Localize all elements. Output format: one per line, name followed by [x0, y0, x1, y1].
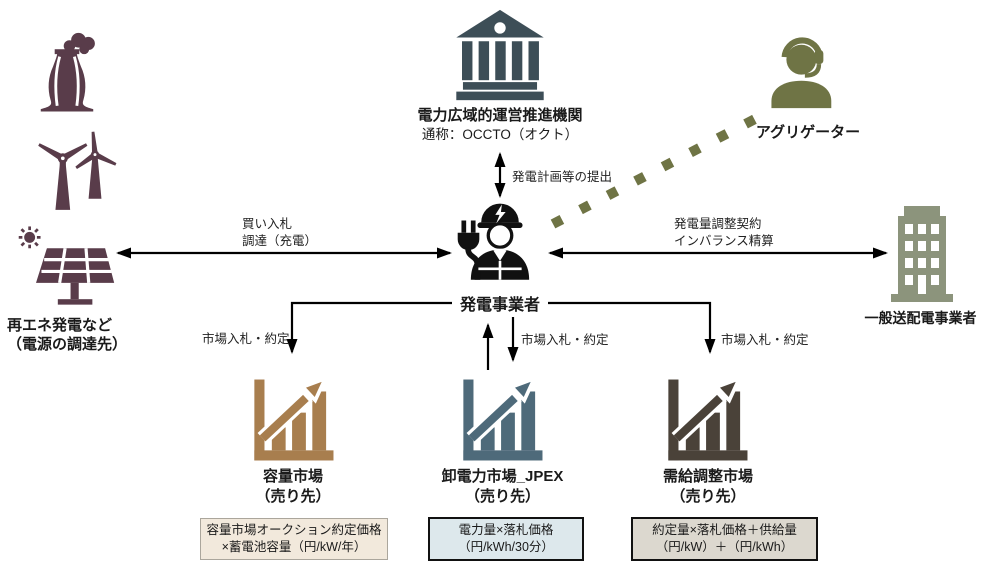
capacity-market-chart-icon [254, 375, 334, 461]
grid-operator-label: 一般送配電事業者 [864, 310, 977, 326]
jpex-market-title: 卸電力市場_JPEX （売り先） [420, 467, 585, 507]
jpex-market-title-line: 卸電力市場_JPEX [441, 468, 564, 485]
capacity-market-subtitle: （売り先） [255, 488, 331, 505]
nuclear-plant-icon [40, 32, 95, 112]
renewables-label-line1: 再エネ発電など [7, 317, 113, 334]
adjustment-box-line1: 約定量×落札価格＋供給量 [652, 523, 797, 537]
grid-edge-label-line1: 発電量調整契約 [674, 217, 762, 231]
renewables-label-line2: （電源の調達先） [7, 336, 128, 353]
jpex-box-line1: 電力量×落札価格 [458, 523, 554, 537]
aggregator-label: アグリゲーター [755, 124, 861, 141]
capacity-market-price-box: 容量市場オークション約定価格 ×蓄電池容量（円/kW/年） [200, 518, 388, 560]
adjustment-market-title-line: 需給調整市場 [662, 468, 753, 485]
occto-subtitle: 通称：OCCTO（オクト） [421, 127, 579, 142]
generator-capacity-elbow-arrow [286, 301, 452, 354]
aggregator-headset-icon [771, 37, 832, 109]
jpex-market-subtitle: （売り先） [464, 488, 540, 505]
wind-turbine-icon [38, 131, 117, 210]
adjustment-box-line2: （円/kW）＋（円/kWh） [655, 540, 794, 554]
grid-edge-label: 発電量調整契約 インバランス精算 [674, 216, 774, 250]
occto-bank-icon [456, 9, 544, 101]
renewables-label: 再エネ発電など （電源の調達先） [7, 316, 127, 354]
generator-worker-icon [457, 203, 530, 280]
occto-title: 電力広域的運営推進機関 [417, 107, 583, 124]
jpex-edge-label: 市場入札・約定 [521, 333, 609, 347]
adjustment-market-subtitle: （売り先） [670, 488, 746, 505]
jpex-market-chart-icon [463, 375, 543, 461]
renewables-edge-label-line1: 買い入札 [242, 217, 293, 231]
generator-aggregator-dotted-link [550, 113, 760, 229]
adjustment-market-price-box: 約定量×落札価格＋供給量 （円/kW）＋（円/kWh） [631, 517, 818, 561]
adjustment-market-title: 需給調整市場 （売り先） [637, 467, 779, 507]
grid-operator-building-icon [891, 206, 953, 302]
renewables-edge-label: 買い入札 調達（充電） [242, 216, 317, 250]
renewables-edge-label-line2: 調達（充電） [242, 234, 318, 248]
grid-edge-label-line2: インバランス精算 [674, 234, 774, 248]
capacity-box-line2: ×蓄電池容量（円/kW/年） [221, 540, 367, 554]
jpex-box-line2: （円/kWh/30分） [458, 540, 554, 554]
capacity-market-title-line: 容量市場 [262, 468, 323, 485]
jpex-market-price-box: 電力量×落札価格 （円/kWh/30分） [428, 517, 584, 561]
capacity-market-title: 容量市場 （売り先） [227, 467, 359, 507]
capacity-edge-label: 市場入札・約定 [202, 332, 290, 346]
capacity-box-line1: 容量市場オークション約定価格 [206, 523, 382, 537]
solar-panel-icon [18, 226, 115, 305]
occto-edge-label: 発電計画等の提出 [512, 170, 613, 184]
adjustment-edge-label: 市場入札・約定 [721, 333, 809, 347]
generator-adjustment-elbow-arrow [548, 301, 716, 354]
adjustment-market-chart-icon [668, 375, 748, 461]
generator-label: 発電事業者 [459, 297, 540, 314]
